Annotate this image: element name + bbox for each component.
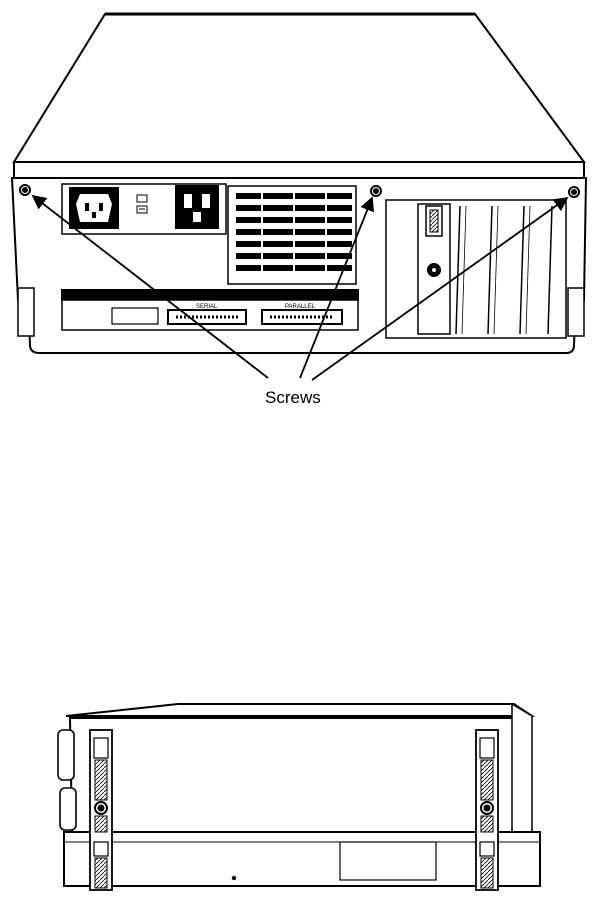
callout-label: Screws	[265, 388, 321, 407]
expansion-slot-area	[386, 200, 566, 338]
side-view-computer	[58, 704, 540, 890]
top-cover	[14, 14, 584, 162]
label-plate	[340, 842, 436, 880]
fan-grille	[228, 186, 356, 284]
serial-port-label: SERIAL	[196, 304, 218, 310]
screw-icon	[371, 186, 381, 196]
rear-view-computer	[12, 14, 586, 353]
expansion-card	[418, 204, 450, 334]
screw-icon	[20, 185, 30, 195]
parallel-port-label: PARALLEL	[285, 304, 316, 310]
latch-right	[476, 730, 498, 890]
latch-left	[90, 730, 112, 890]
parallel-port-icon	[262, 310, 342, 324]
side-cover	[70, 718, 530, 832]
screw-icon	[95, 802, 107, 814]
base-unit	[64, 832, 540, 886]
serial-port-icon	[168, 310, 246, 324]
blank-plate	[112, 308, 158, 324]
power-inlet-icon	[70, 188, 118, 228]
power-outlet-icon	[176, 186, 218, 228]
screw-icon	[481, 802, 493, 814]
screw-icon	[569, 187, 579, 197]
